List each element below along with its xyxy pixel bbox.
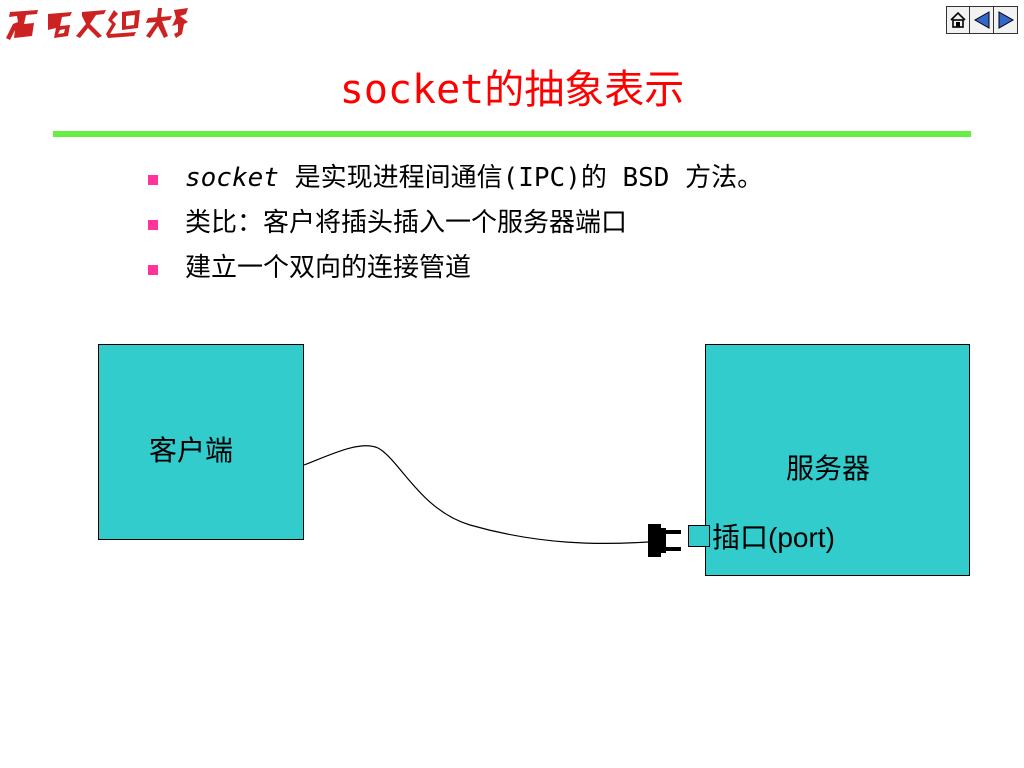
connection-cable — [303, 445, 649, 545]
previous-slide-button[interactable] — [970, 6, 994, 34]
bullet-list: socket 是实现进程间通信(IPC)的 BSD 方法。 类比：客户将插头插入… — [140, 158, 763, 293]
home-icon — [950, 11, 966, 28]
bullet-text: 类比：客户将插头插入一个服务器端口 — [185, 208, 628, 238]
triangle-left-icon — [973, 11, 989, 29]
port-socket: 插口(port) — [688, 518, 835, 554]
bullet-emphasis: socket — [185, 163, 279, 193]
university-logo — [6, 8, 188, 40]
port-square-icon — [688, 525, 710, 547]
bullet-item: 建立一个双向的连接管道 — [140, 248, 763, 293]
next-slide-button[interactable] — [994, 6, 1018, 34]
client-label: 客户端 — [149, 434, 234, 467]
bullet-text: 是实现进程间通信(IPC)的 BSD 方法。 — [278, 163, 764, 193]
bullet-item: 类比：客户将插头插入一个服务器端口 — [140, 203, 763, 248]
bullet-text: 建立一个双向的连接管道 — [185, 253, 472, 283]
bullet-marker — [148, 175, 158, 185]
home-button[interactable] — [946, 6, 970, 34]
port-label: 插口(port) — [712, 522, 835, 553]
triangle-right-icon — [998, 11, 1014, 29]
bullet-marker — [148, 265, 158, 275]
slide-navigation — [946, 6, 1022, 36]
client-box: 客户端 — [98, 344, 304, 540]
server-label: 服务器 — [786, 452, 871, 485]
plug-icon — [648, 524, 681, 557]
bullet-item: socket 是实现进程间通信(IPC)的 BSD 方法。 — [140, 158, 763, 203]
slide-title: socket的抽象表示 — [339, 67, 685, 113]
title-divider — [53, 131, 971, 137]
bullet-marker — [148, 220, 158, 230]
server-box: 服务器 — [705, 344, 970, 576]
